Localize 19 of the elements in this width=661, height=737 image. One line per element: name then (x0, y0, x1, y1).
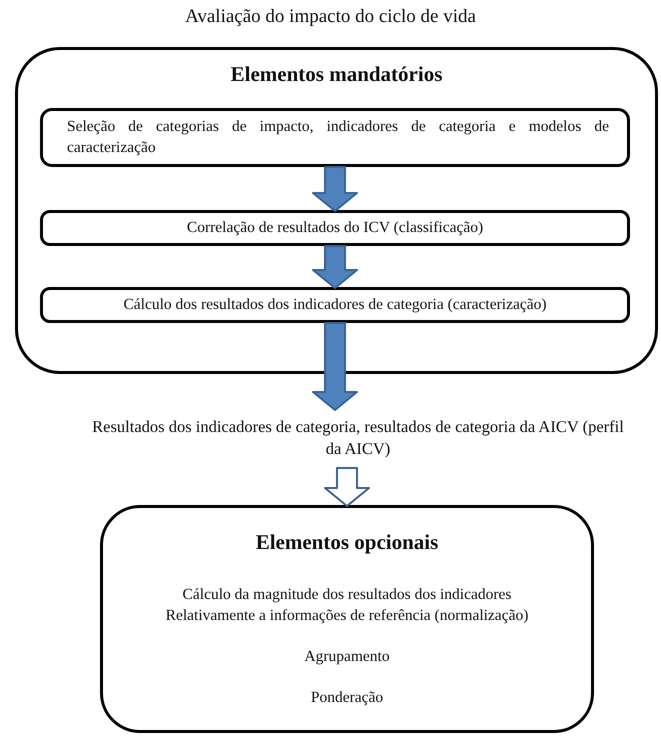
group-heading: Elementos mandatórios (230, 62, 444, 87)
process-box (40, 108, 630, 167)
process-box (40, 287, 630, 323)
block-arrow (312, 245, 358, 289)
group-heading: Elementos opcionais (254, 530, 440, 555)
step-text: Seleção de categorias de impacto, indicadores de categoria e modelos de caracterização (67, 116, 609, 158)
step-text: Agrupamento (303, 646, 391, 667)
step-text: Ponderação (310, 688, 384, 708)
group-box (100, 505, 594, 733)
step-text: Correlação de resultados do ICV (classificação) (186, 218, 484, 238)
process-box (40, 210, 630, 246)
diagram-title: Avaliação do impacto do ciclo de vida (184, 6, 477, 28)
block-arrow (312, 166, 358, 212)
block-arrow (312, 322, 358, 411)
step-text: Cálculo da magnitude dos resultados dos indicadores Relativamente a informações de referência (normalização) (164, 585, 530, 626)
block-arrow (324, 467, 370, 507)
result-text: Resultados dos indicadores de categoria, resultados de categoria da AICV (perfil da AICV) (91, 416, 625, 460)
step-text: Cálculo dos resultados dos indicadores de categoria (caracterização) (122, 294, 548, 315)
group-box (15, 47, 658, 374)
